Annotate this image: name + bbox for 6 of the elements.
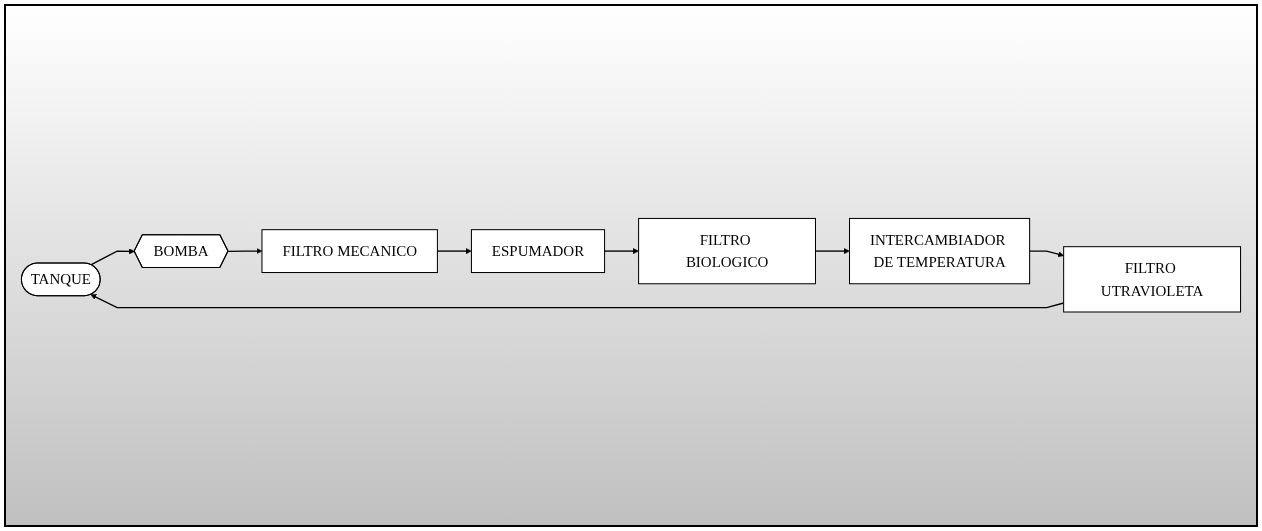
node-box: FILTRO MECANICO [261,229,438,274]
node-box: FILTRO UTRAVIOLETA [1063,246,1242,313]
node-box: ESPUMADOR [470,229,606,274]
arrow [90,248,135,266]
node-box: INTERCAMBIADOR DE TEMPERATURA [849,218,1031,285]
node-box: FILTRO BIOLOGICO [638,218,816,285]
